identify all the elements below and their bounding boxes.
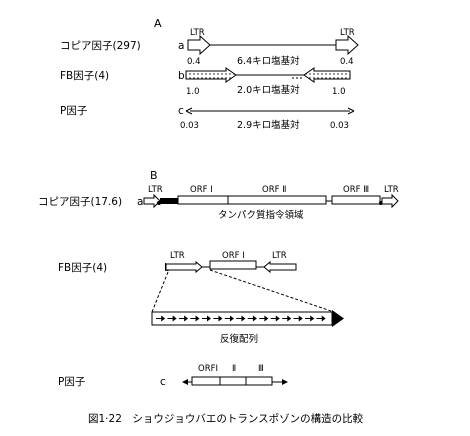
fb-b-repeat-label: 反復配列 <box>220 333 258 345</box>
p-b-orf1-box <box>191 376 221 386</box>
copia-a-ltr-right: LTR <box>340 28 355 38</box>
copia-b-row: コピア因子(17.6) a LTR LTR ORF Ⅰ ORF Ⅱ ORF Ⅲ … <box>38 185 399 221</box>
repeat-unit-arrow <box>298 315 303 322</box>
copia-a-ltr-right-arrow <box>335 34 359 56</box>
fb-b-expand-left <box>151 271 169 313</box>
fb-b-ltr-right-arrow <box>263 260 297 274</box>
fb-a-name: FB因子(4) <box>60 70 109 82</box>
fb-a-length: 2.0キロ塩基対 <box>237 84 300 96</box>
fb-a-row: FB因子(4) b 1.0 2.0キロ塩基対 1.0 <box>60 67 351 97</box>
copia-b-orf2-box <box>227 195 327 205</box>
p-b-name: P因子 <box>58 376 85 388</box>
p-a-name: P因子 <box>60 105 87 117</box>
p-b-orf2-box <box>219 376 247 386</box>
section-a-label: A <box>154 17 162 30</box>
fb-a-ltr-right-arrow <box>303 67 351 83</box>
copia-a-ltr-left-arrow <box>187 34 211 56</box>
copia-a-length: 6.4キロ塩基対 <box>237 55 300 67</box>
p-b-orf1: ORFⅠ <box>198 364 218 374</box>
copia-a-letter: a <box>178 40 184 52</box>
p-a-end-left-mark <box>185 107 193 112</box>
repeat-unit-arrow <box>195 315 200 322</box>
p-b-orf3: Ⅲ <box>258 364 264 374</box>
p-a-length: 2.9キロ塩基対 <box>237 119 300 131</box>
fb-a-letter: b <box>178 70 185 82</box>
copia-b-name: コピア因子(17.6) <box>38 196 122 208</box>
repeat-unit-arrow <box>229 315 234 322</box>
copia-b-black-segment <box>160 198 178 204</box>
p-a-end-right-mark <box>347 107 355 112</box>
fb-a-end-left: 1.0 <box>186 87 200 97</box>
fb-b-expand-right <box>209 269 335 313</box>
repeat-unit-arrow <box>161 315 166 322</box>
p-b-orf2: Ⅱ <box>232 364 236 374</box>
fb-b-row: FB因子(4) b LTR LTR ORF Ⅰ 反復配列 <box>58 251 344 345</box>
repeat-unit-arrow <box>207 315 212 322</box>
copia-b-ltr-left: LTR <box>148 185 163 195</box>
fb-b-orf1: ORF Ⅰ <box>222 251 245 261</box>
repeat-unit-arrow <box>184 315 189 322</box>
p-a-end-right: 0.03 <box>330 121 349 131</box>
fb-b-ltr-left-arrow <box>165 260 203 274</box>
section-b-label: B <box>150 169 158 182</box>
copia-b-ltr-left-arrow <box>143 193 161 209</box>
copia-a-end-right: 0.4 <box>340 57 354 67</box>
fb-a-ltr-left-arrow <box>185 67 237 83</box>
copia-b-orf1: ORF Ⅰ <box>190 185 213 195</box>
p-b-end-right-arrow <box>282 379 288 385</box>
copia-b-letter: a <box>137 196 143 208</box>
repeat-unit-arrow <box>172 315 177 322</box>
p-a-end-left: 0.03 <box>180 121 199 131</box>
fb-a-end-right: 1.0 <box>332 87 346 97</box>
p-b-orf3-box <box>245 376 273 386</box>
copia-a-end-left: 0.4 <box>187 57 201 67</box>
fb-b-ltr-left: LTR <box>170 251 185 261</box>
repeat-unit-arrow <box>218 315 223 322</box>
copia-b-orf3: ORF Ⅲ <box>343 185 369 195</box>
repeat-unit-arrow <box>241 315 246 322</box>
p-b-letter: c <box>160 376 166 388</box>
repeat-unit-arrow <box>287 315 292 322</box>
copia-b-orf2: ORF Ⅱ <box>262 185 286 195</box>
copia-a-ltr-left: LTR <box>190 28 205 38</box>
p-b-row: P因子 c ORFⅠ Ⅱ Ⅲ <box>58 364 288 388</box>
copia-b-ltr-right-arrow <box>381 193 399 209</box>
copia-b-region: タンパク質指令領域 <box>218 209 304 221</box>
p-a-letter: c <box>178 105 184 117</box>
copia-a-row: コピア因子(297) a LTR LTR 0.4 6.4キロ塩基対 0.4 <box>60 28 359 67</box>
fb-b-orf1-box <box>209 260 257 270</box>
fb-b-ltr-right: LTR <box>272 251 287 261</box>
copia-b-orf1-box <box>177 195 229 205</box>
figure-caption: 図1·22 ショウジョウバエのトランスポゾンの構造の比較 <box>88 412 364 425</box>
p-b-end-left-arrow <box>182 379 188 385</box>
copia-a-name: コピア因子(297) <box>60 40 141 52</box>
repeat-unit-arrow <box>321 315 326 322</box>
repeat-unit-arrow <box>310 315 315 322</box>
repeat-unit-arrow <box>252 315 257 322</box>
repeat-unit-arrow <box>264 315 269 322</box>
copia-b-orf3-box <box>331 195 381 205</box>
p-a-row: P因子 c 0.03 2.9キロ塩基対 0.03 <box>60 105 355 131</box>
copia-b-ltr-right: LTR <box>384 185 399 195</box>
fb-b-repeat-arrows <box>156 315 326 322</box>
repeat-unit-arrow <box>275 315 280 322</box>
fb-b-repeat-end-triangle <box>332 310 344 327</box>
fb-b-name: FB因子(4) <box>58 262 107 274</box>
